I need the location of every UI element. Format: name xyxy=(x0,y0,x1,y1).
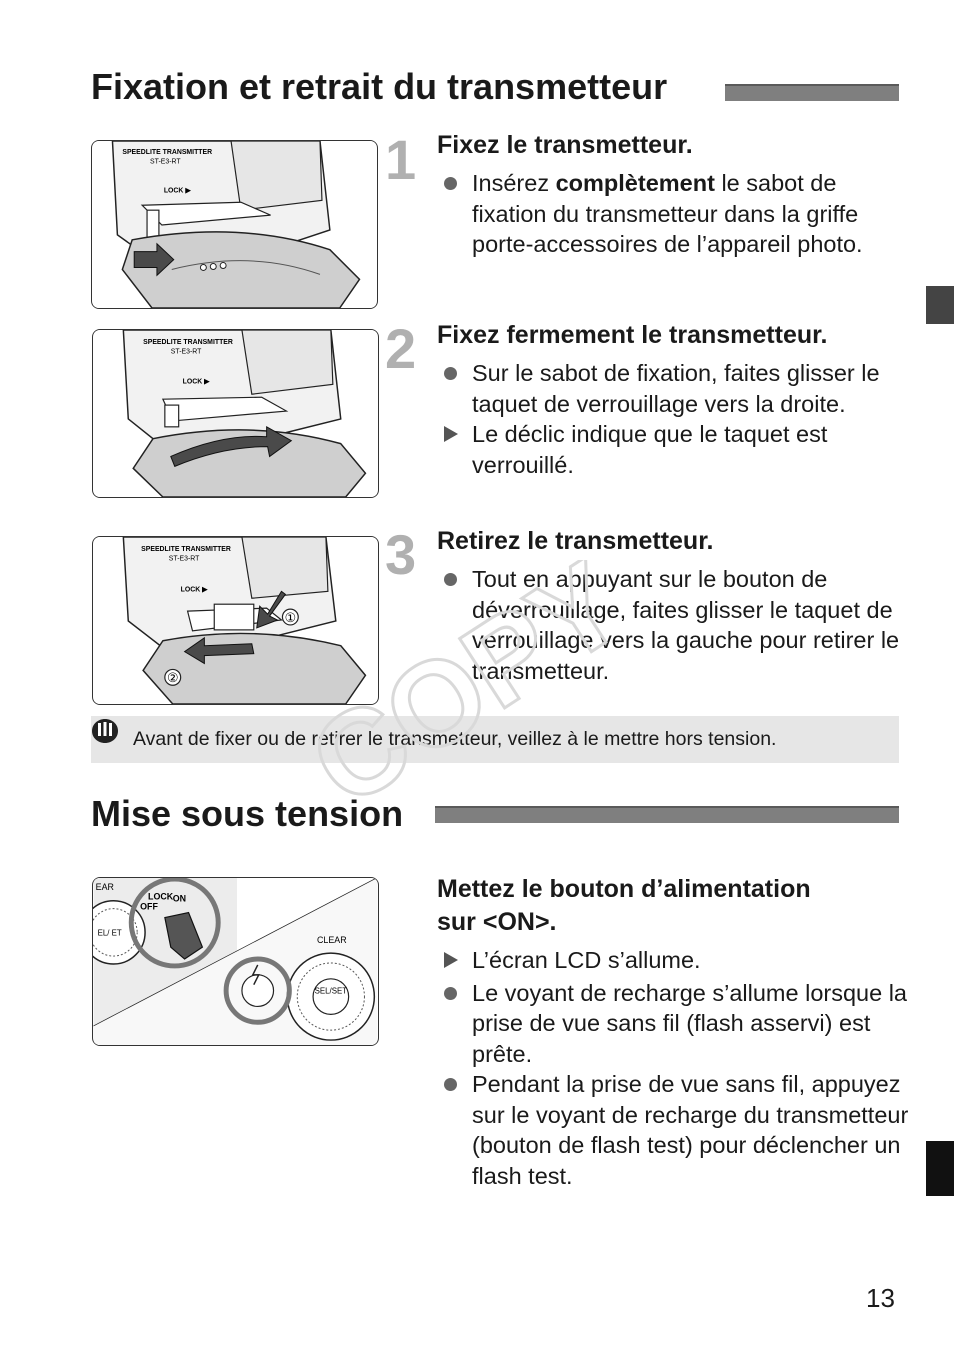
fig3-brand-label: SPEEDLITE TRANSMITTER xyxy=(141,546,231,553)
fig1-model-label: ST-E3-RT xyxy=(150,159,181,166)
fig2-model-label: ST-E3-RT xyxy=(171,349,202,356)
slide-right-arrow-icon xyxy=(170,425,293,468)
step-2-items: Sur le sabot de fixation, faites glisser… xyxy=(440,358,910,480)
section-title-bar xyxy=(435,806,899,823)
item-text: Le voyant de recharge s’allume lorsque l… xyxy=(472,979,908,1067)
bullet-icon xyxy=(444,1078,457,1091)
fig1-brand-label: SPEEDLITE TRANSMITTER xyxy=(122,149,212,156)
bullet-icon xyxy=(444,573,457,586)
slide-left-arrow-icon xyxy=(183,636,255,665)
item-text: L’écran LCD s’allume. xyxy=(472,947,701,973)
list-item: Tout en appuyant sur le bouton de déverr… xyxy=(440,564,910,686)
power-step-title-line2: sur <ON>. xyxy=(437,908,557,936)
power-items: L’écran LCD s’allume. Le voyant de recha… xyxy=(440,945,910,1191)
chapter-tab-active xyxy=(926,1141,954,1196)
bullet-icon xyxy=(444,986,457,1000)
fig3-model-label: ST-E3-RT xyxy=(169,556,200,563)
caution-text: Avant de fixer ou de retirer le transmet… xyxy=(133,728,777,750)
caution-icon xyxy=(92,719,118,743)
list-item: Le voyant de recharge s’allume lorsque l… xyxy=(440,978,910,1070)
step-3-items: Tout en appuyant sur le bouton de déverr… xyxy=(440,564,910,686)
page-number: 13 xyxy=(866,1283,895,1313)
fig-clear-right-label: CLEAR xyxy=(317,935,347,945)
fig1-lock-label: LOCK ▶ xyxy=(164,187,191,194)
fig2-lock-label: LOCK ▶ xyxy=(183,378,210,385)
power-step-title: Mettez le bouton d’alimentation sur <ON>… xyxy=(437,873,811,939)
item-text: Sur le sabot de fixation, faites glisser… xyxy=(472,360,880,417)
list-item: Pendant la prise de vue sans fil, appuye… xyxy=(440,1069,910,1191)
item-text: Le déclic indique que le taquet est verr… xyxy=(472,421,828,478)
fig-sel-set-label: SEL/SET xyxy=(315,987,348,996)
result-arrow-icon xyxy=(444,952,458,968)
fig2-brand-label: SPEEDLITE TRANSMITTER xyxy=(143,339,233,346)
result-arrow-icon xyxy=(444,426,458,442)
fig-sel-left-label: EL/ ET xyxy=(98,928,122,937)
figure-step-1: SPEEDLITE TRANSMITTER ST-E3-RT LOCK ▶ xyxy=(91,140,378,309)
step-title-3: Retirez le transmetteur. xyxy=(437,527,714,555)
step-number-1: 1 xyxy=(385,128,417,191)
press-arrow-icon xyxy=(256,590,287,629)
fig-lock-label: LOCK xyxy=(148,892,174,902)
step-number-3: 3 xyxy=(385,523,417,586)
item-bold-text: complètement xyxy=(555,170,715,196)
insert-arrow-icon xyxy=(133,242,175,277)
list-item: Sur le sabot de fixation, faites glisser… xyxy=(440,358,910,419)
figure-step-3: SPEEDLITE TRANSMITTER ST-E3-RT LOCK ▶ ① … xyxy=(92,536,379,705)
bullet-icon xyxy=(444,177,457,190)
list-item: Le déclic indique que le taquet est verr… xyxy=(440,419,910,480)
fig-off-label: OFF xyxy=(140,902,158,912)
step-title-1: Fixez le transmetteur. xyxy=(437,131,693,159)
chapter-tab xyxy=(926,286,954,324)
item-text: Insérez xyxy=(472,170,556,196)
figure-power-switch: EAR EL/ ET LOCK OFF ON SEL/SET CLEAR xyxy=(92,877,379,1046)
step-title-2: Fixez fermement le transmetteur. xyxy=(437,321,828,349)
section-title-bar xyxy=(725,84,899,101)
fig-on-label: ON xyxy=(173,894,186,904)
bullet-icon xyxy=(444,367,457,380)
flash-icon xyxy=(251,964,260,986)
step-number-2: 2 xyxy=(385,317,417,380)
figure-step-2: SPEEDLITE TRANSMITTER ST-E3-RT LOCK ▶ xyxy=(92,329,379,498)
fig-clear-left-label: EAR xyxy=(96,882,114,892)
fig3-mark-2: ② xyxy=(167,671,179,686)
fig3-lock-label: LOCK ▶ xyxy=(181,586,208,593)
power-step-title-line1: Mettez le bouton d’alimentation xyxy=(437,875,811,903)
item-text: le sabot de fixation du transmetteur dan… xyxy=(472,170,863,257)
section-title-attach: Fixation et retrait du transmetteur xyxy=(91,66,668,107)
fig3-mark-1: ① xyxy=(285,611,297,626)
item-text: Tout en appuyant sur le bouton de déverr… xyxy=(472,566,900,684)
item-text: Pendant la prise de vue sans fil, appuye… xyxy=(472,1071,909,1189)
list-item: Insérez complètement le sabot de fixatio… xyxy=(440,168,910,260)
step-1-items: Insérez complètement le sabot de fixatio… xyxy=(440,168,910,260)
list-item: L’écran LCD s’allume. xyxy=(440,945,910,976)
caution-box: Avant de fixer ou de retirer le transmet… xyxy=(91,716,899,763)
section-title-power: Mise sous tension xyxy=(91,793,404,834)
